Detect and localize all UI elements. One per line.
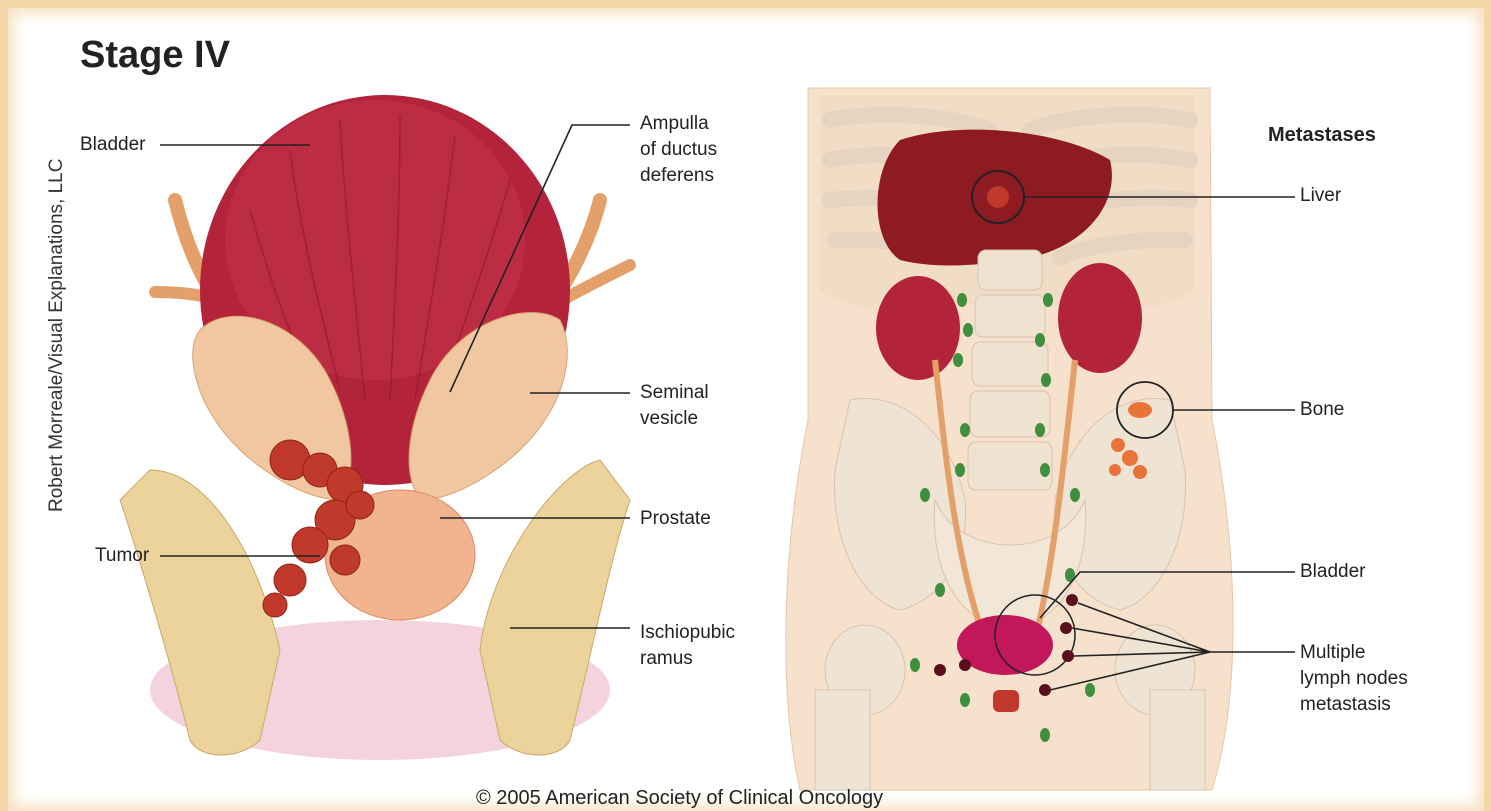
image-credit: Robert Morreale/Visual Explanations, LLC [46,159,68,512]
label-ischiopubic-ramus: Ischiopubic ramus [640,620,735,672]
stage-title: Stage IV [80,34,230,77]
label-tumor: Tumor [95,543,149,569]
label-bone: Bone [1300,397,1344,423]
label-liver: Liver [1300,183,1341,209]
torso-anatomy-drawing [786,88,1233,790]
label-prostate: Prostate [640,506,711,532]
metastases-heading: Metastases [1268,124,1376,147]
label-ampulla: Ampulla of ductus deferens [640,111,717,189]
label-seminal-vesicle: Seminal vesicle [640,380,709,432]
label-lymph-nodes: Multiple lymph nodes metastasis [1300,640,1408,718]
copyright-notice: © 2005 American Society of Clinical Onco… [476,787,883,810]
label-bladder-left: Bladder [80,132,146,158]
label-bladder-right: Bladder [1300,559,1366,585]
pelvic-anatomy-drawing [120,95,630,760]
